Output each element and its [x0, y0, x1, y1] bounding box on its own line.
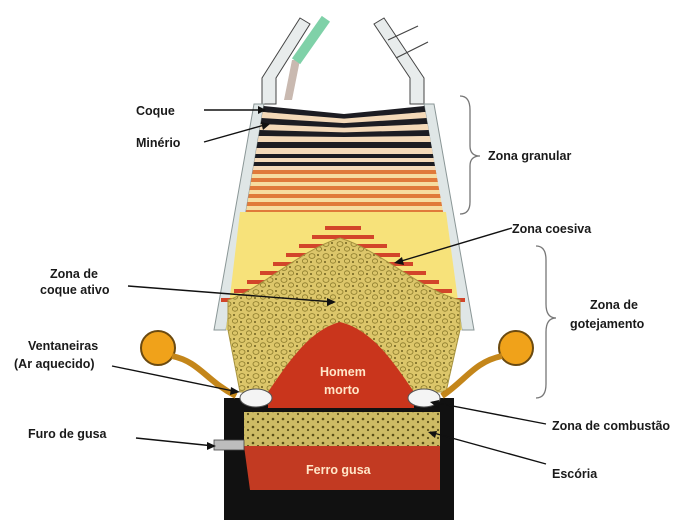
label-zona-coque-ativo-2: coque ativo [40, 283, 110, 297]
burden-layer [256, 148, 433, 154]
left-tuyere-opening [240, 389, 272, 407]
burden-layer [255, 154, 434, 158]
label-zona-coque-ativo-1: Zona de [50, 267, 98, 281]
label-homem-morto-1: Homem [320, 365, 366, 379]
dripping-brace [536, 246, 556, 398]
label-zona-gotejamento-1: Zona de [590, 298, 638, 312]
burden-layer [254, 162, 435, 166]
burden-layer [247, 202, 442, 206]
label-homem-morto-2: morto [324, 383, 360, 397]
burden-layer [251, 178, 438, 182]
label-ventaneiras-2: (Ar aquecido) [14, 357, 95, 371]
granular-brace [460, 96, 480, 214]
burden-layer [253, 166, 436, 170]
label-zona-combustao: Zona de combustão [552, 419, 670, 433]
burden-layer [248, 194, 440, 198]
burden-layer [257, 142, 432, 148]
left-hot-air-blower [141, 331, 236, 396]
label-zona-gotejamento-2: gotejamento [570, 317, 645, 331]
burden-layer [258, 136, 431, 143]
label-furo-gusa: Furo de gusa [28, 427, 108, 441]
burden-layer [252, 170, 436, 174]
label-zona-granular: Zona granular [488, 149, 571, 163]
granular-layers [246, 106, 444, 214]
furnace-throat [262, 16, 428, 104]
burden-layer [248, 198, 442, 202]
cohesive-stripe [312, 235, 374, 239]
label-ferro-gusa: Ferro gusa [306, 463, 372, 477]
burden-layer [249, 190, 440, 194]
taphole [214, 440, 244, 450]
label-minerio: Minério [136, 136, 181, 150]
label-escoria: Escória [552, 467, 598, 481]
burden-layer [254, 158, 434, 162]
burden-layer [250, 182, 438, 186]
burden-layer [252, 174, 438, 178]
cohesive-stripe [325, 226, 361, 230]
label-zona-coesiva: Zona coesiva [512, 222, 592, 236]
slag-layer [244, 412, 440, 446]
label-ventaneiras-1: Ventaneiras [28, 339, 98, 353]
label-coque: Coque [136, 104, 175, 118]
burden-layer [250, 186, 440, 190]
burden-layer [246, 206, 443, 210]
